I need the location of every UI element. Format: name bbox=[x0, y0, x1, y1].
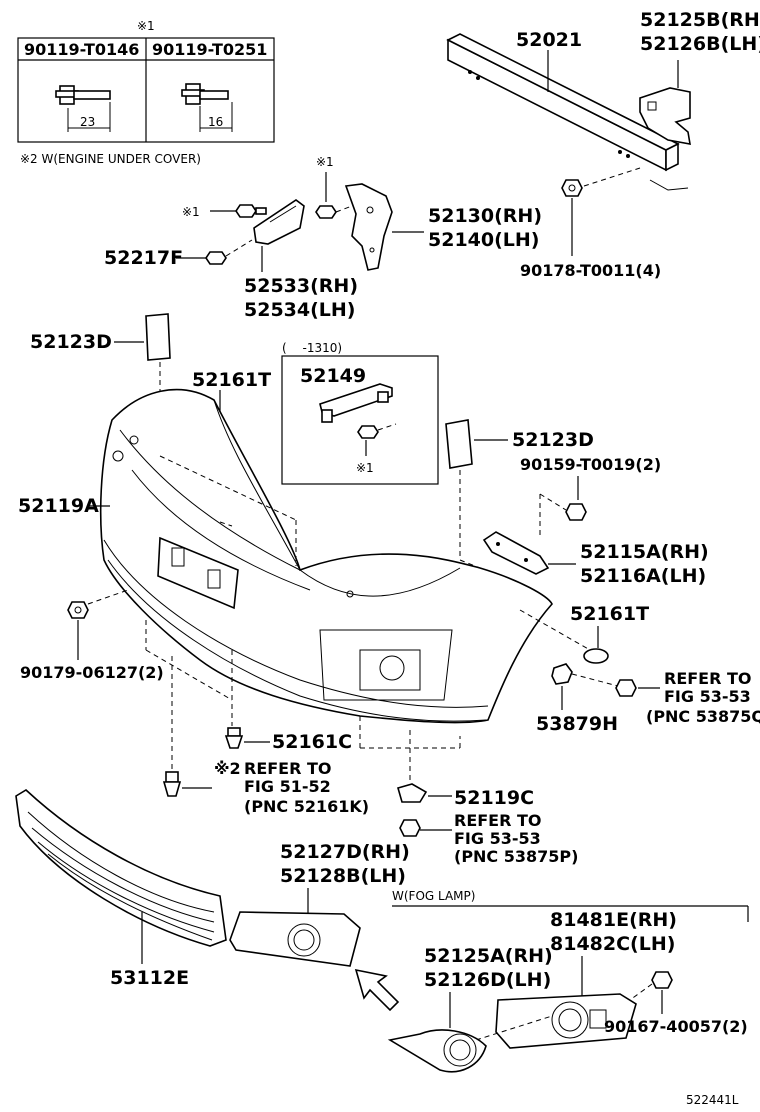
refer-53-b-line1: REFER TO bbox=[454, 811, 542, 830]
sticker-52123d-left bbox=[145, 313, 171, 361]
table-note2: ※2 W(ENGINE UNDER COVER) bbox=[20, 152, 201, 166]
refer-51-line2: FIG 51-52 bbox=[244, 777, 331, 796]
bolt-icon: 16 bbox=[181, 83, 233, 132]
clip-53879h bbox=[551, 663, 573, 685]
fog-ring-52125a bbox=[387, 1029, 487, 1073]
clip-icon bbox=[162, 771, 182, 797]
refer-53-b-line2: FIG 53-53 bbox=[454, 829, 541, 848]
label-52534: 52534(LH) bbox=[244, 299, 355, 321]
label-52161t-top: 52161T bbox=[192, 369, 271, 391]
mark-star2: ※2 bbox=[214, 759, 241, 778]
label-53112e: 53112E bbox=[110, 967, 189, 989]
table-col2-dim: 16 bbox=[208, 115, 223, 129]
direction-arrow-icon bbox=[354, 968, 400, 1012]
label-81481e: 81481E(RH) bbox=[550, 909, 677, 931]
clip-52119c bbox=[397, 783, 428, 803]
retainer-52115a bbox=[482, 531, 550, 575]
bolt-icon bbox=[315, 205, 337, 219]
bolt-icon: 23 bbox=[55, 85, 111, 132]
label-53879h: 53879H bbox=[536, 713, 618, 735]
bolt-icon bbox=[357, 425, 379, 439]
bolt-icon bbox=[235, 204, 267, 218]
label-52217f: 52217F bbox=[104, 247, 183, 269]
sticker-52123d-right bbox=[445, 419, 473, 469]
mark-star1: ※1 bbox=[182, 205, 200, 219]
refer-53-a-line1: REFER TO bbox=[664, 669, 752, 688]
label-52126b: 52126B(LH) bbox=[640, 33, 760, 55]
refer-51-line1: REFER TO bbox=[244, 759, 332, 778]
label-52533: 52533(RH) bbox=[244, 275, 358, 297]
clip-icon bbox=[583, 648, 609, 664]
bracket-52125b bbox=[639, 87, 691, 145]
label-52127d: 52127D(RH) bbox=[280, 841, 410, 863]
label-52130: 52130(RH) bbox=[428, 205, 542, 227]
bolt-icon bbox=[651, 971, 673, 989]
label-52125a: 52125A(RH) bbox=[424, 945, 553, 967]
bumper-reinforcement bbox=[446, 33, 689, 191]
label-90178: 90178-T0011(4) bbox=[520, 261, 661, 280]
refer-53-a-line3: (PNC 53875Q) bbox=[646, 707, 760, 726]
table-col1-part: 90119-T0146 bbox=[24, 40, 139, 59]
fog-cover-52127d bbox=[229, 911, 361, 967]
refer-51-line3: (PNC 52161K) bbox=[244, 797, 369, 816]
nut-icon bbox=[615, 679, 637, 697]
label-52161c: 52161C bbox=[272, 731, 352, 753]
label-52126d: 52126D(LH) bbox=[424, 969, 551, 991]
label-90159: 90159-T0019(2) bbox=[520, 455, 661, 474]
refer-53-b-line3: (PNC 53875P) bbox=[454, 847, 578, 866]
inset-range: ( -1310) bbox=[282, 341, 342, 355]
label-52128b: 52128B(LH) bbox=[280, 865, 406, 887]
bolt-icon bbox=[205, 251, 227, 265]
fog-lamp-caption: W(FOG LAMP) bbox=[392, 889, 475, 903]
table-col2-part: 90119-T0251 bbox=[152, 40, 267, 59]
mark-star1: ※1 bbox=[316, 155, 334, 169]
label-90167: 90167-40057(2) bbox=[604, 1017, 748, 1036]
nut-icon bbox=[67, 601, 89, 619]
label-52123d-left: 52123D bbox=[30, 331, 112, 353]
grille-53112e bbox=[15, 789, 227, 947]
label-81482c: 81482C(LH) bbox=[550, 933, 675, 955]
bracket-52533 bbox=[253, 199, 305, 245]
clip-icon bbox=[399, 819, 421, 837]
bracket-52130 bbox=[344, 183, 393, 271]
nut-icon bbox=[561, 179, 583, 197]
table-note-mark: ※1 bbox=[137, 19, 155, 33]
label-52149: 52149 bbox=[300, 365, 366, 387]
label-52115a: 52115A(RH) bbox=[580, 541, 709, 563]
nut-icon bbox=[565, 503, 587, 521]
label-52021: 52021 bbox=[516, 29, 582, 51]
label-52125b: 52125B(RH) bbox=[640, 9, 760, 31]
table-col1-dim: 23 bbox=[80, 115, 95, 129]
label-52119c: 52119C bbox=[454, 787, 534, 809]
mark-star1: ※1 bbox=[356, 461, 374, 475]
inset-box-52149: ( -1310) 52149 ※1 bbox=[281, 341, 439, 485]
label-52116a: 52116A(LH) bbox=[580, 565, 706, 587]
refer-53-a-line2: FIG 53-53 bbox=[664, 687, 751, 706]
label-52119a: 52119A bbox=[18, 495, 99, 517]
label-52123d-right: 52123D bbox=[512, 429, 594, 451]
label-90179: 90179-06127(2) bbox=[20, 663, 164, 682]
label-52140: 52140(LH) bbox=[428, 229, 539, 251]
fastener-table: ※1 90119-T0146 90119-T0251 23 16 ※2 W(EN… bbox=[17, 19, 275, 166]
fog-lamp-81481e bbox=[495, 993, 637, 1049]
clip-icon bbox=[224, 727, 244, 749]
label-52161t-right: 52161T bbox=[570, 603, 649, 625]
diagram-id: 522441L bbox=[686, 1093, 739, 1107]
bumper-cover-52119a bbox=[99, 388, 553, 724]
